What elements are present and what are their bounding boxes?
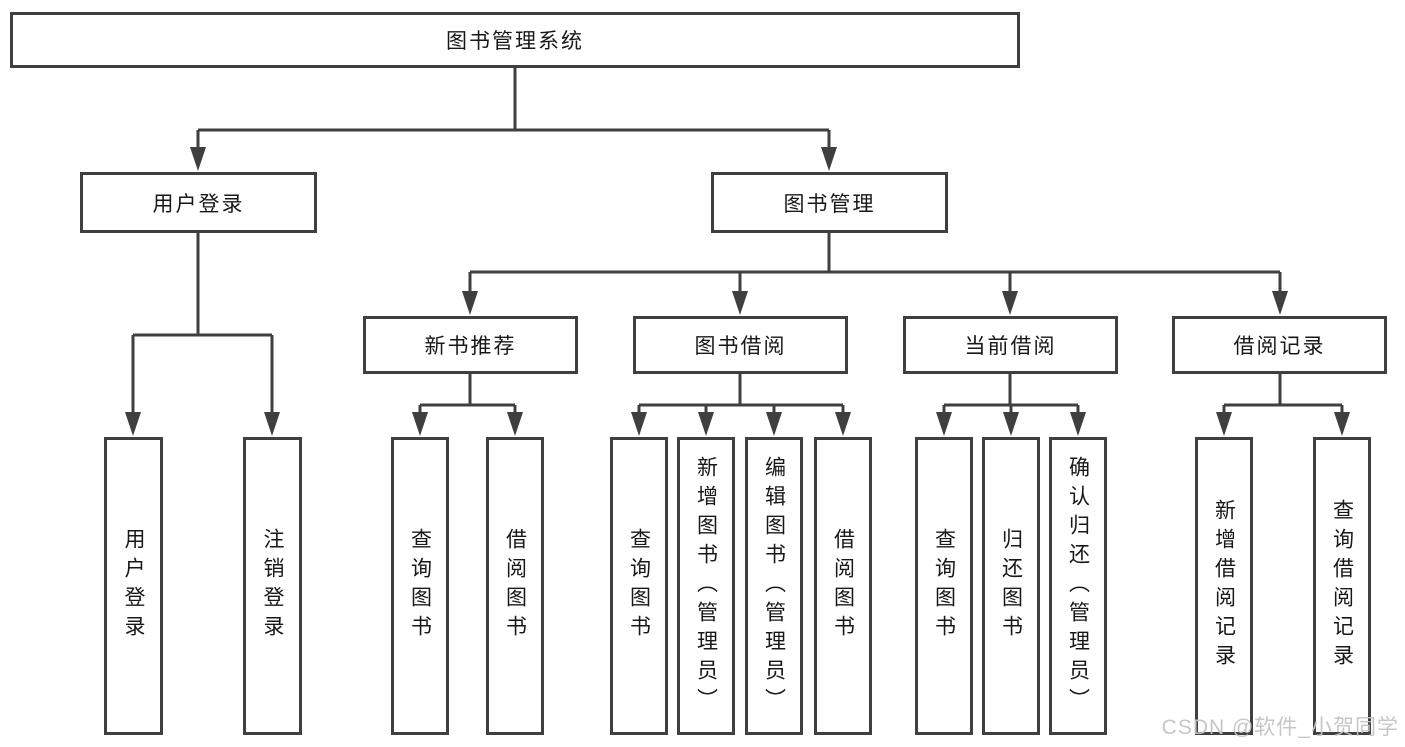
leaf-add-borrow-record-label: 新增借阅记录 [1212, 499, 1236, 673]
leaf-borrow-books-1: 借阅图书 [486, 437, 544, 735]
leaf-query-books-1-label: 查询图书 [408, 528, 432, 644]
leaf-query-books-2: 查询图书 [610, 437, 668, 735]
node-book-management: 图书管理 [711, 172, 948, 233]
leaf-add-book-admin-label: 新增图书（管理员） [694, 455, 718, 717]
node-borrow-records: 借阅记录 [1172, 316, 1387, 374]
leaf-borrow-books-2: 借阅图书 [814, 437, 872, 735]
watermark-text: CSDN @软件_小贺同学 [1161, 716, 1399, 739]
leaf-edit-book-admin-label: 编辑图书（管理员） [762, 455, 786, 717]
leaf-query-borrow-record-label: 查询借阅记录 [1330, 499, 1354, 673]
arrowheads [125, 147, 1350, 436]
leaf-query-borrow-record: 查询借阅记录 [1313, 437, 1371, 735]
node-user-login: 用户登录 [80, 172, 317, 233]
leaf-user-login-label: 用户登录 [122, 528, 145, 644]
leaf-borrow-books-2-label: 借阅图书 [831, 528, 855, 644]
leaf-logout-label: 注销登录 [261, 528, 284, 644]
leaf-borrow-books-1-label: 借阅图书 [503, 528, 527, 644]
node-new-book-recommend: 新书推荐 [363, 316, 578, 374]
leaf-query-books-1: 查询图书 [391, 437, 449, 735]
leaf-return-book-label: 归还图书 [999, 528, 1023, 644]
leaf-return-book: 归还图书 [982, 437, 1040, 735]
leaf-confirm-return-admin-label: 确认归还（管理员） [1066, 455, 1090, 717]
leaf-query-books-3-label: 查询图书 [932, 528, 956, 644]
leaf-edit-book-admin: 编辑图书（管理员） [745, 437, 803, 735]
node-current-borrow: 当前借阅 [903, 316, 1118, 374]
leaf-confirm-return-admin: 确认归还（管理员） [1049, 437, 1107, 735]
node-book-borrow: 图书借阅 [633, 316, 848, 374]
leaf-query-books-2-label: 查询图书 [627, 528, 651, 644]
leaf-logout: 注销登录 [243, 437, 302, 735]
leaf-query-books-3: 查询图书 [915, 437, 973, 735]
leaf-user-login: 用户登录 [104, 437, 163, 735]
leaf-add-book-admin: 新增图书（管理员） [677, 437, 735, 735]
branch-lines [131, 68, 1344, 415]
leaf-add-borrow-record: 新增借阅记录 [1195, 437, 1253, 735]
node-library-system: 图书管理系统 [10, 12, 1020, 68]
